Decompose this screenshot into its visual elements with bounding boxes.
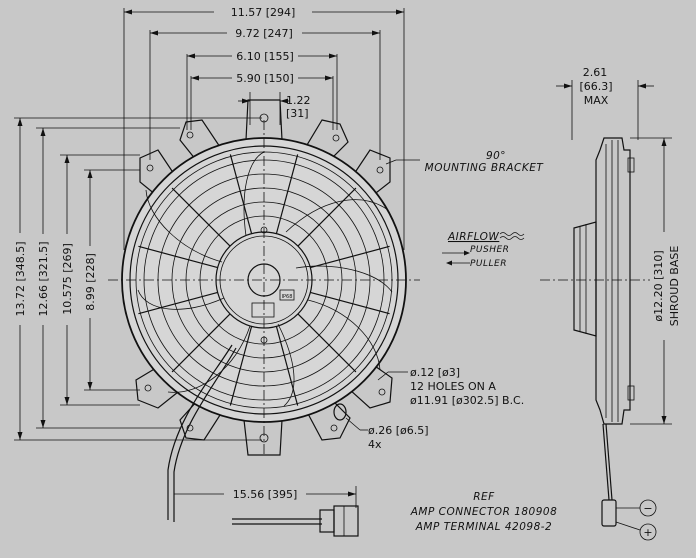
holes-bolt-circle: ø11.91 [ø302.5] B.C. [410,394,524,407]
puller-label: PULLER [470,259,507,269]
grille-spoke [297,313,357,373]
side-wire [605,423,613,501]
motor-label-plate [251,302,275,318]
side-view: 2.61 [66.3] MAX − + ø12.20 [310] SHROUD … [556,66,681,541]
dim-hole-height-a: 10.575 [269] [61,243,74,315]
power-wire-b [173,347,237,522]
dim-bracket-height: 12.66 [321.5] [37,241,50,316]
center-lines [108,120,650,456]
slot-count: 4x [368,438,382,451]
grille-spokes [138,154,390,406]
airflow-label: AIRFLOW [447,231,499,243]
airflow-waves [499,232,525,240]
dim-tab-width: 1.22 [286,94,311,107]
shroud-diameter: ø12.20 [310] [652,250,665,321]
side-shroud [595,137,631,425]
amp-connector [333,505,359,537]
power-wire-a [167,344,233,520]
pusher-label: PUSHER [470,245,509,255]
grille-spoke [171,313,231,373]
dim-hole-height-b: 8.99 [228] [84,253,97,311]
top-dimensions [123,8,405,250]
left-dimensions [14,117,262,441]
ref-note: REF AMP CONNECTOR 180908 AMP TERMINAL 42… [410,491,558,533]
bracket-label: MOUNTING BRACKET [425,162,545,174]
slot-diameter: ø.26 [ø6.5] [368,424,429,437]
wire-length-dim: 15.56 [395] [174,486,357,508]
wire-length: 15.56 [395] [233,488,298,501]
mount-slot [333,403,347,421]
top-arrowheads [124,9,404,104]
plus-label: + [643,526,652,539]
depth-value: 2.61 [583,66,608,79]
grille-spoke [310,245,390,269]
left-arrowheads [17,118,93,440]
grille-spoke [275,326,299,406]
grille-spoke [229,154,253,234]
dim-overall-height: 13.72 [348.5] [14,241,27,316]
dim-hole-width-b: 5.90 [150] [236,72,294,85]
airflow-note: AIRFLOW PUSHER PULLER [442,231,525,269]
ip-label: IP68 [282,294,293,300]
grille-spoke [229,326,253,406]
minus-terminal-icon [639,499,657,517]
dim-tab-width-mm: [31] [286,107,309,120]
amp-terminal-label: AMP TERMINAL 42098-2 [415,521,553,533]
side-tab-top [627,157,635,173]
dim-hole-width-a: 6.10 [155] [236,50,294,63]
amp-connector-label: AMP CONNECTOR 180908 [410,506,558,518]
side-connector [601,499,617,527]
bracket-angle: 90° [486,150,506,162]
depth-max: MAX [584,94,609,107]
grille-spoke [138,291,218,315]
minus-label: − [643,502,652,515]
depth-mm: [66.3] [579,80,612,93]
holes-note: ø.12 [ø3] 12 HOLES ON A ø11.91 [ø302.5] … [377,366,524,407]
holes-diameter: ø.12 [ø3] [410,366,460,379]
ip-label-plate [279,289,295,301]
grille-spoke [297,187,357,247]
dim-bracket-width: 9.72 [247] [235,27,293,40]
grille-spoke [310,291,390,315]
plus-terminal-icon [639,523,657,541]
dim-overall-width: 11.57 [294] [231,6,296,19]
grille-spoke [171,187,231,247]
holes-count: 12 HOLES ON A [410,380,496,393]
grille-spoke [275,154,299,234]
bracket-note: 90° MOUNTING BRACKET [385,150,545,174]
shroud-base-label: SHROUD BASE [668,246,681,327]
ref-label: REF [473,491,495,503]
side-tab-bottom [627,385,635,401]
side-motor [573,221,597,337]
grille-spoke [138,245,218,269]
bracket-holes [144,113,386,443]
side-shroud-ribs [605,140,619,422]
connector-boot [319,509,335,533]
slot-note: ø.26 [ø6.5] 4x [345,417,429,451]
